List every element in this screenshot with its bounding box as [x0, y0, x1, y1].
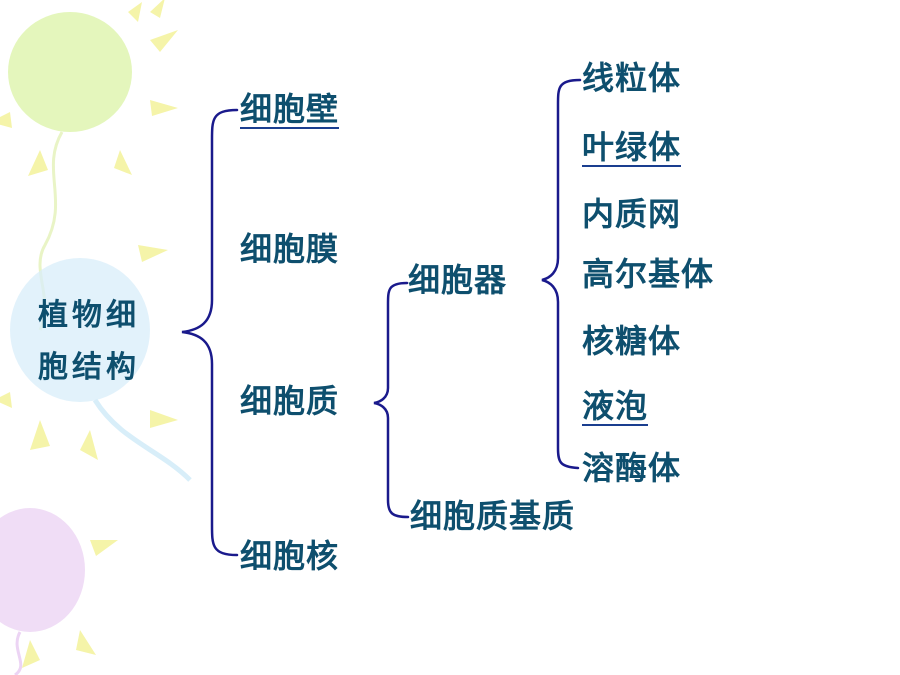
root-brace	[181, 108, 239, 557]
sun-rays-icon	[0, 0, 178, 668]
node-organelles: 细胞器	[408, 261, 508, 299]
root-line-1: 植物细	[38, 298, 140, 333]
root-label: 植物细 胞结构	[38, 290, 168, 394]
purple-balloon-icon	[0, 508, 85, 632]
blue-balloon-icon	[10, 258, 150, 402]
node-ribosome: 核糖体	[582, 322, 682, 360]
node-cell-wall: 细胞壁	[240, 90, 340, 129]
node-chloroplast: 叶绿体	[582, 128, 682, 167]
cytoplasm-brace	[373, 281, 410, 519]
node-cell-membrane: 细胞膜	[240, 230, 340, 268]
node-mitochondria: 线粒体	[582, 59, 682, 97]
node-cytoplasm: 细胞质	[240, 382, 340, 420]
node-endoplasmic-reticulum: 内质网	[582, 195, 682, 233]
node-lysosome: 溶酶体	[582, 449, 682, 487]
node-vacuole: 液泡	[582, 387, 649, 426]
root-line-2: 胞结构	[38, 350, 140, 385]
node-golgi: 高尔基体	[582, 255, 715, 293]
node-cytoplasmic-matrix: 细胞质基质	[410, 497, 576, 535]
organelle-brace	[541, 78, 582, 470]
node-nucleus: 细胞核	[240, 537, 340, 575]
green-balloon-icon	[8, 12, 132, 132]
